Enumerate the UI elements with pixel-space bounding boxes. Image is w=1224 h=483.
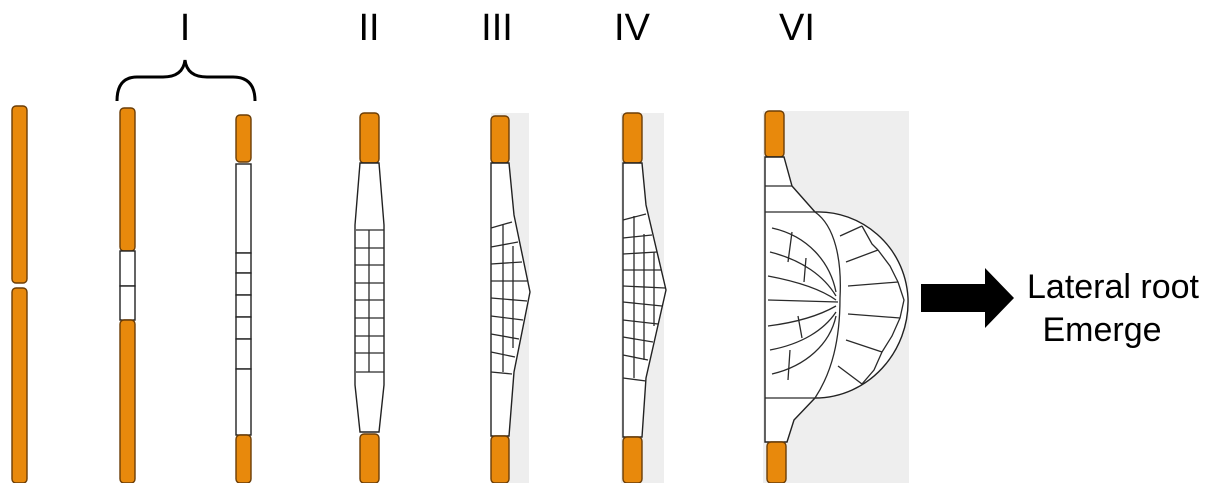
- arrow-right-icon: [921, 268, 1014, 328]
- pericycle-column-initial: [12, 106, 27, 483]
- stage-label-iv: IV: [614, 7, 651, 49]
- stage-i-brace: [117, 60, 255, 101]
- stage-label-vi: VI: [779, 7, 815, 49]
- caption-line-1: Lateral root: [1027, 268, 1200, 306]
- primordium-stage-iii: [491, 113, 530, 483]
- stage-label-iii: III: [481, 7, 513, 49]
- pericycle-column-stage-i-a: [120, 108, 135, 483]
- primordium-stage-ii: [355, 113, 384, 483]
- stage-label-ii: II: [358, 7, 379, 49]
- stage-label-i: I: [180, 7, 191, 49]
- pericycle-column-stage-i-b: [236, 115, 251, 483]
- primordium-stage-iv: [621, 113, 666, 483]
- primordium-stage-vi: [763, 111, 909, 483]
- caption-line-2: Emerge: [1042, 311, 1161, 349]
